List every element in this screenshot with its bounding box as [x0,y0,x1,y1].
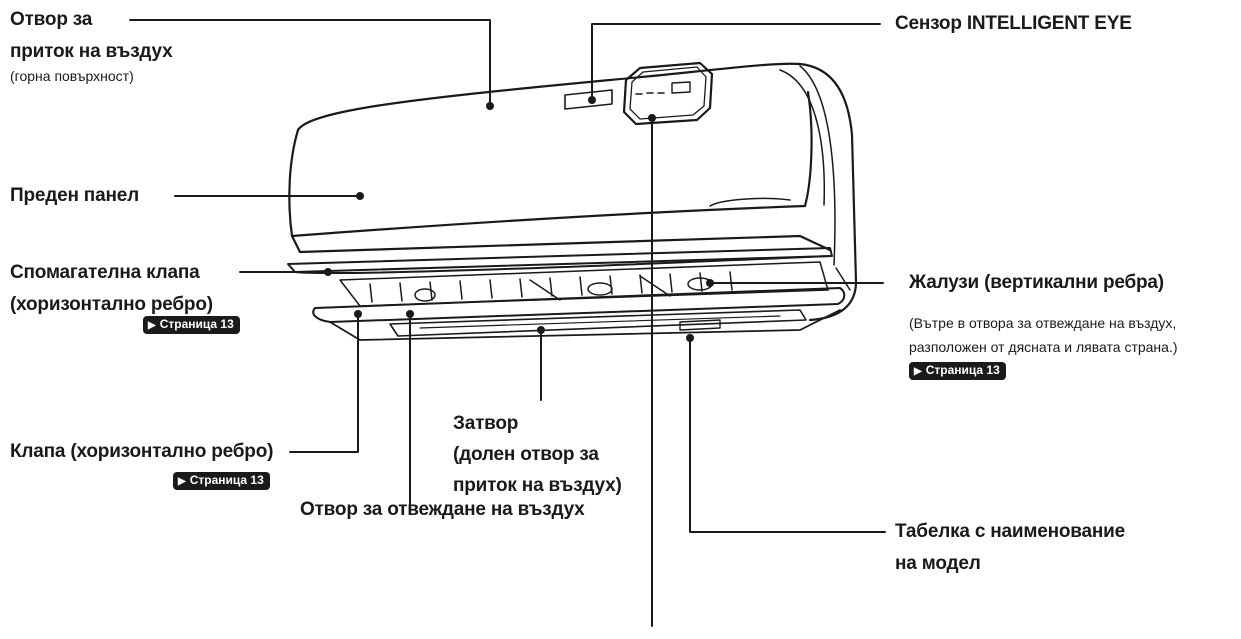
label-model-nameplate: Табелка с наименование [895,521,1126,542]
underside [329,309,841,341]
play-icon: ▶ [148,320,156,331]
play-icon: ▶ [178,476,186,487]
label-air-intake-top-line2: приток на въздух [10,41,173,62]
label-shutter-line2: (долен отвор за [453,444,599,465]
auxiliary-flap [287,247,833,275]
horizontal-flap [312,287,846,323]
label-flap: Клапа (хоризонтално ребро) [10,441,274,462]
indoor-unit-body [288,62,858,322]
page-ref-label: Страница 13 [925,363,1000,377]
intelligent-eye-window [622,61,714,126]
label-intelligent-eye-sensor: Сензор INTELLIGENT EYE [895,13,1132,34]
label-auxiliary-flap-line2: (хоризонтално ребро) [10,294,213,315]
label-shutter-line3: приток на въздух) [453,475,622,496]
note-louvers-line1: (Вътре в отвора за отвеждане на въздух, [909,315,1177,331]
label-auxiliary-flap: Спомагателна клапа [10,262,200,283]
air-outlet-cavity [339,261,829,307]
note-louvers-line2: разположен от дясната и лявата страна.) [909,339,1178,355]
page-ref-label: Страница 13 [159,317,234,331]
leader-lines [129,19,886,627]
top-intake-slot [564,89,613,110]
label-air-intake-top: Отвор за [10,9,93,30]
label-louvers: Жалузи (вертикални ребра) [909,272,1164,293]
label-model-nameplate-line2: на модел [895,553,981,574]
note-top-surface: (горна повърхност) [10,68,134,84]
leader-dots [324,96,714,342]
play-icon: ▶ [914,366,922,377]
side-panel [709,65,851,291]
page-ref-badge-flap[interactable]: ▶Страница 13 [173,472,270,490]
page-ref-badge-aux-flap[interactable]: ▶Страница 13 [143,316,240,334]
label-front-panel: Преден панел [10,185,139,206]
page-ref-label: Страница 13 [189,473,264,487]
label-air-outlet: Отвор за отвеждане на въздух [300,499,585,520]
bottom-shutter [389,309,807,337]
page-ref-badge-louvers[interactable]: ▶Страница 13 [909,362,1006,380]
label-shutter: Затвор [453,413,519,434]
